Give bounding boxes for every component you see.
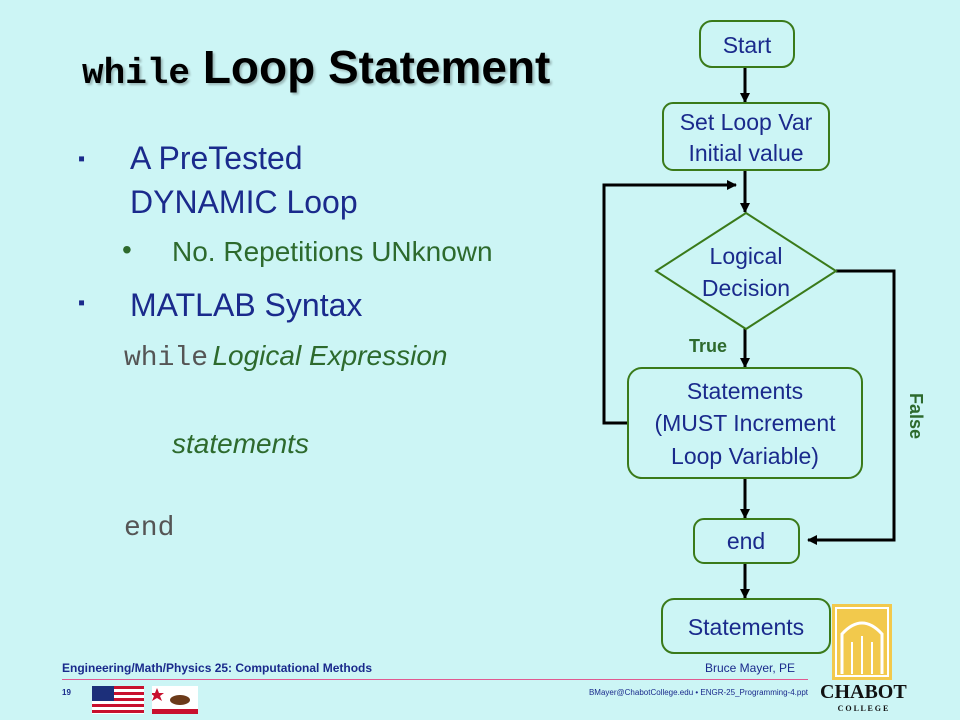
after-statements-label: Statements <box>688 614 804 640</box>
init-label-line-1: Set Loop Var <box>680 109 813 135</box>
us-flag-icon <box>92 686 144 714</box>
slide-title: while Loop Statement <box>82 40 550 94</box>
logo-sub: C O L L E G E <box>837 704 889 713</box>
init-node <box>662 102 830 171</box>
bullet-1: A PreTested DYNAMIC Loop <box>130 136 358 224</box>
page-number: 19 <box>62 688 71 697</box>
round-bullet-icon: • <box>122 234 132 265</box>
title-text: Loop Statement <box>202 41 551 93</box>
footer-rule <box>62 679 808 680</box>
false-label: False <box>906 393 926 439</box>
syntax-end: end <box>124 513 175 544</box>
start-node <box>699 20 795 68</box>
syntax-body: statements <box>172 428 309 459</box>
bullet-1-line-1: A PreTested <box>130 140 303 176</box>
false-connector <box>807 269 896 545</box>
square-bullet-icon: ▪ <box>78 292 86 314</box>
square-bullet-icon: ▪ <box>78 148 86 170</box>
syntax-while-line: while Logical Expression <box>124 340 448 374</box>
decision-label-line-2: Decision <box>702 275 790 301</box>
statements-label-line-1: Statements <box>687 378 803 404</box>
end-label: end <box>727 528 765 554</box>
loop-back-connector <box>602 180 737 425</box>
true-label: True <box>689 336 727 356</box>
statements-label-line-3: Loop Variable) <box>671 443 819 469</box>
statements-label-line-2: (MUST Increment <box>654 410 836 436</box>
syntax-keyword: while <box>124 343 209 374</box>
after-statements-node <box>661 598 831 654</box>
syntax-expression: Logical Expression <box>212 340 448 371</box>
bullet-1-line-2: DYNAMIC Loop <box>130 184 358 220</box>
decision-node <box>654 211 838 331</box>
logo-name: CHABOT <box>820 681 907 703</box>
footer-course: Engineering/Math/Physics 25: Computation… <box>62 661 373 675</box>
footer-author: Bruce Mayer, PE <box>705 661 796 675</box>
init-label-line-2: Initial value <box>688 140 803 166</box>
title-code: while <box>82 53 191 94</box>
end-node <box>693 518 800 564</box>
bullet-2: MATLAB Syntax <box>130 287 363 323</box>
bullet-1-sub: No. Repetitions UNknown <box>172 236 493 267</box>
footer-email-file: BMayer@ChabotCollege.edu • ENGR-25_Progr… <box>588 688 808 697</box>
california-flag-icon <box>152 686 198 714</box>
start-label: Start <box>723 32 772 58</box>
statements-node <box>627 367 863 479</box>
chabot-logo-icon <box>832 604 892 680</box>
decision-label-line-1: Logical <box>710 243 783 269</box>
